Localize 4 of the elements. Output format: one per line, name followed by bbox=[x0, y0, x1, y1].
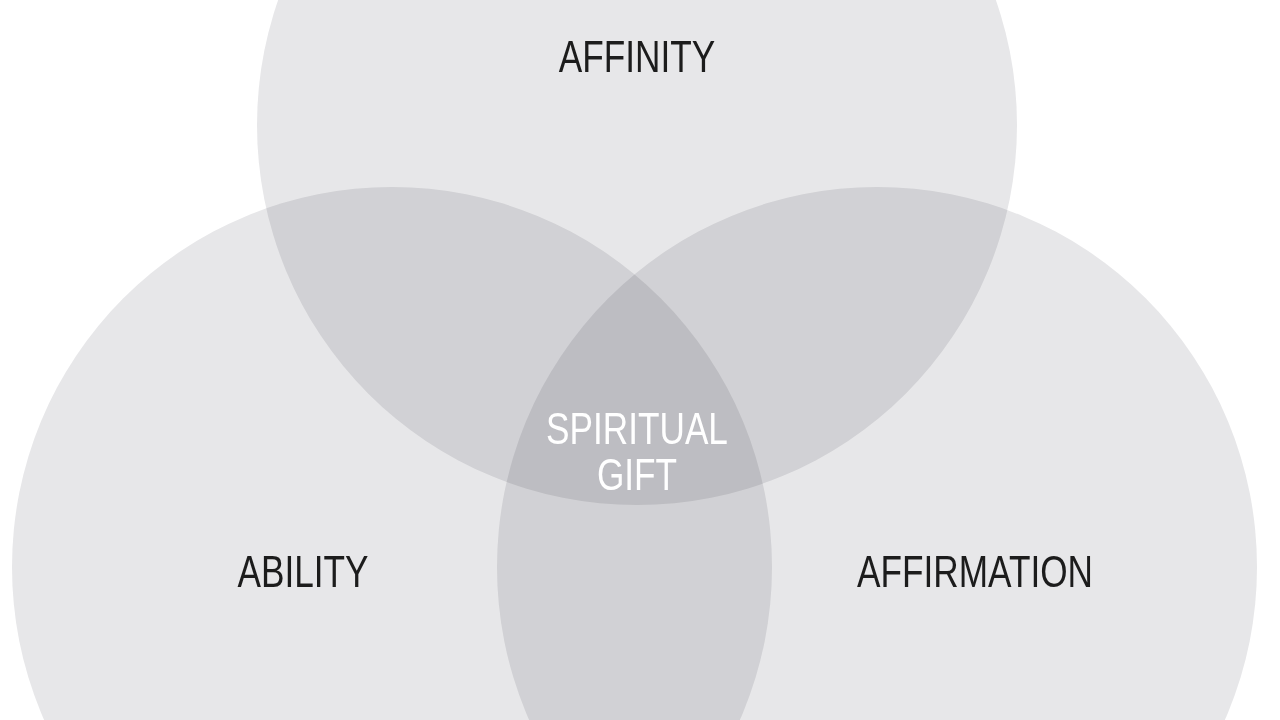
intersection-label: SPIRITUAL GIFT bbox=[545, 406, 729, 498]
circle-label: AFFIRMATION bbox=[857, 549, 1093, 595]
circle-label: AFFINITY bbox=[558, 34, 716, 80]
circle-label: ABILITY bbox=[237, 549, 369, 595]
